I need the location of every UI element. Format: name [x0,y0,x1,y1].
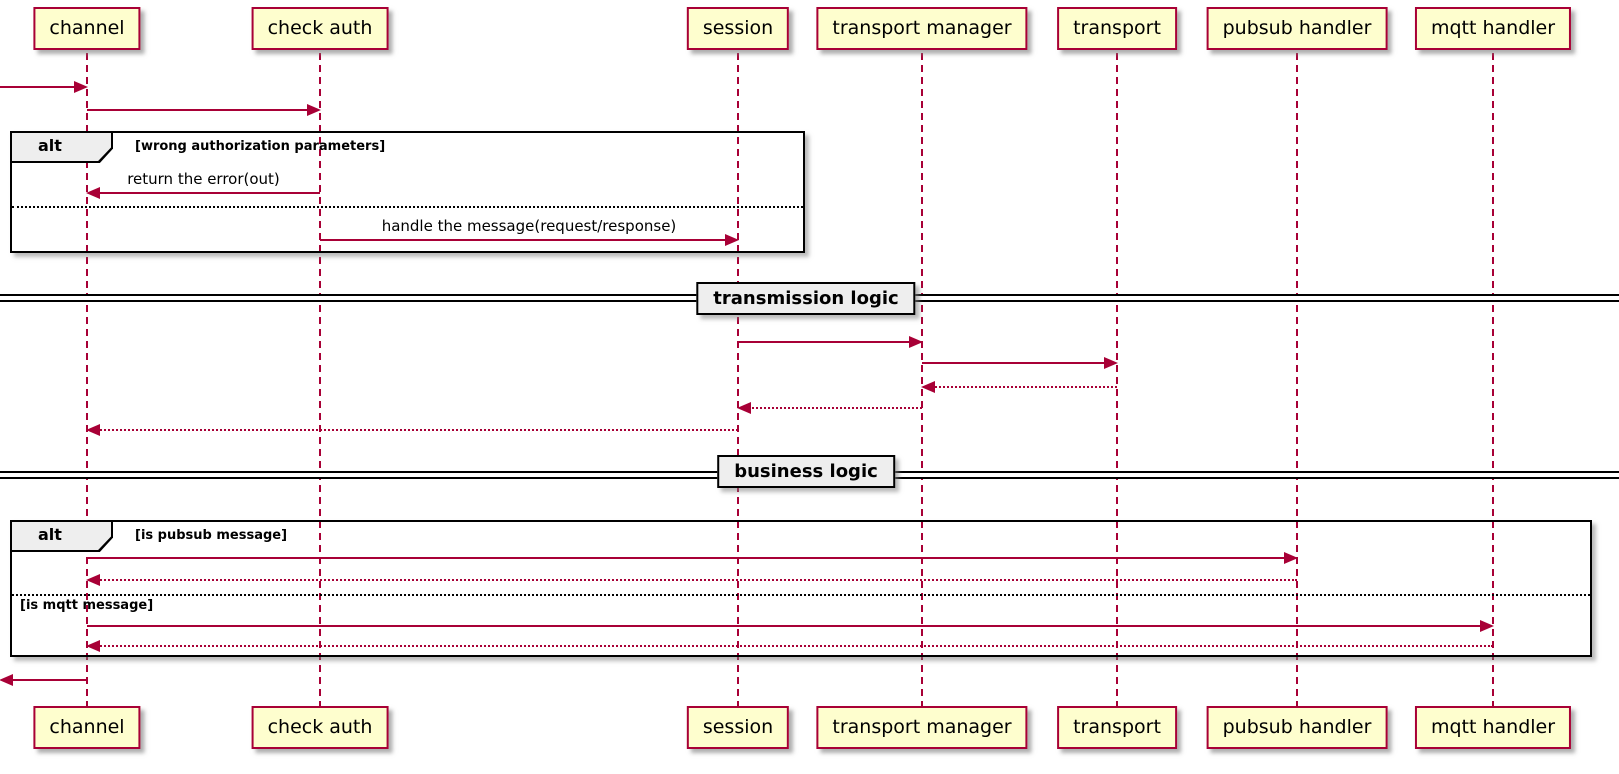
arrow-channel-to-pubsub-handler [87,552,1298,564]
participant-session-top: session [686,7,790,50]
participant-transport-manager-bottom: transport manager [816,706,1028,749]
guard-is-pubsub-message: [is pubsub message] [135,528,288,543]
arrow-transport-manager-return [737,402,922,414]
arrow-session-return-to-channel [86,424,738,436]
arrowhead-right-icon [1284,552,1298,564]
participant-pubsub-handler-bottom: pubsub handler [1206,706,1388,749]
lifeline-mqtt-handler [1492,53,1494,706]
participant-pubsub-handler-top: pubsub handler [1206,7,1388,50]
arrow-mqtt-handler-return [86,640,1493,652]
alt-fragment-authorization: alt [wrong authorization parameters] [10,131,805,253]
arrowhead-right-icon [74,81,88,93]
arrow-session-to-transport-manager [738,336,923,348]
lifeline-session [737,53,739,706]
arrow-pubsub-handler-return [86,574,1297,586]
alt-operator-pentagon [12,133,113,163]
participant-session-bottom: session [686,706,790,749]
participant-transport-bottom: transport [1057,706,1177,749]
arrowhead-left-icon [86,187,100,199]
divider-label-business-logic: business logic [717,455,895,488]
arrow-transport-return [921,381,1117,393]
arrowhead-right-icon [307,104,321,116]
arrowhead-left-icon [86,640,100,652]
participant-channel-bottom: channel [33,706,141,749]
participant-transport-manager-top: transport manager [816,7,1028,50]
alt-operator-pentagon [12,522,113,552]
participant-channel-top: channel [33,7,141,50]
message-return-error: return the error(out) [127,170,280,188]
arrow-transport-manager-to-transport [922,357,1118,369]
alt-operator-label: alt [38,136,62,155]
lifeline-check-auth [319,53,321,706]
arrowhead-left-icon [921,381,935,393]
lifeline-channel [86,53,88,706]
arrow-channel-to-caller [0,674,87,686]
guard-wrong-authorization: [wrong authorization parameters] [135,139,386,154]
alt-else-separator [12,594,1590,596]
arrow-check-auth-to-session [320,234,739,246]
participant-mqtt-handler-bottom: mqtt handler [1414,706,1572,749]
guard-is-mqtt-message: [is mqtt message] [20,598,154,613]
arrowhead-left-icon [737,402,751,414]
participant-check-auth-top: check auth [251,7,389,50]
lifeline-transport [1116,53,1118,706]
arrowhead-left-icon [0,674,13,686]
alt-operator-label: alt [38,525,62,544]
arrowhead-left-icon [86,574,100,586]
arrowhead-right-icon [1104,357,1118,369]
arrow-channel-to-check-auth [87,104,321,116]
arrow-check-auth-to-channel [86,187,320,199]
message-handle-message: handle the message(request/response) [381,217,677,235]
divider-label-transmission-logic: transmission logic [696,282,916,315]
alt-else-separator [12,206,803,208]
arrowhead-right-icon [725,234,739,246]
arrowhead-right-icon [909,336,923,348]
arrow-caller-to-channel [0,81,88,93]
arrowhead-right-icon [1480,620,1494,632]
arrow-channel-to-mqtt-handler [87,620,1494,632]
participant-mqtt-handler-top: mqtt handler [1414,7,1572,50]
alt-fragment-message-type: alt [is pubsub message] [is mqtt message… [10,520,1592,657]
arrowhead-left-icon [86,424,100,436]
participant-transport-top: transport [1057,7,1177,50]
lifeline-pubsub-handler [1296,53,1298,706]
lifeline-transport-manager [921,53,923,706]
participant-check-auth-bottom: check auth [251,706,389,749]
